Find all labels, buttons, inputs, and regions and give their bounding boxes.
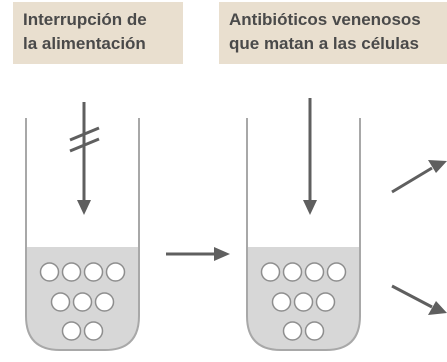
step-2-label-line-2: que matan a las células: [229, 34, 419, 53]
cell: [315, 292, 336, 312]
cell: [304, 262, 325, 282]
input-arrow-2-head: [303, 200, 317, 215]
outcome-arrow-down-head: [428, 301, 447, 315]
cell: [282, 321, 303, 341]
outcome-arrow-down: [391, 284, 447, 315]
step-1-label-line-1: Interrupción de: [23, 10, 147, 29]
tube-2-cells: [260, 262, 347, 341]
interrupted-input-arrow: [69, 102, 100, 215]
test-tube-2: [246, 118, 361, 351]
outcome-arrow-up-head: [428, 160, 447, 173]
cell: [304, 321, 325, 341]
cell: [105, 262, 126, 282]
antibiotic-input-arrow: [303, 98, 317, 215]
cell: [39, 262, 60, 282]
interruption-mark-2: [69, 137, 100, 153]
outcome-arrow-up: [391, 160, 447, 194]
cell: [83, 321, 104, 341]
cell: [83, 262, 104, 282]
test-tube-1: [25, 118, 140, 351]
cell: [282, 262, 303, 282]
step-2-label-line-1: Antibióticos venenosos: [229, 10, 421, 29]
cell: [271, 292, 292, 312]
step-1-label-line-2: la alimentación: [23, 34, 146, 53]
transition-arrow-head: [214, 247, 230, 261]
cell: [72, 292, 93, 312]
cell: [61, 262, 82, 282]
input-arrow-1-head: [77, 200, 91, 215]
transition-arrow: [166, 247, 230, 261]
outcome-arrow-down-shaft: [391, 284, 433, 309]
step-2-label: Antibióticos venenosos que matan a las c…: [219, 2, 447, 64]
tube-1-cells: [39, 262, 126, 341]
cell: [293, 292, 314, 312]
outcome-arrow-up-shaft: [391, 166, 433, 194]
tube-2-outline: [246, 118, 361, 351]
cell: [326, 262, 347, 282]
tube-1-outline: [25, 118, 140, 351]
cell: [50, 292, 71, 312]
cell: [260, 262, 281, 282]
cell: [94, 292, 115, 312]
step-1-label: Interrupción de la alimentación: [13, 2, 183, 64]
cell: [61, 321, 82, 341]
interruption-mark-1: [69, 126, 100, 142]
